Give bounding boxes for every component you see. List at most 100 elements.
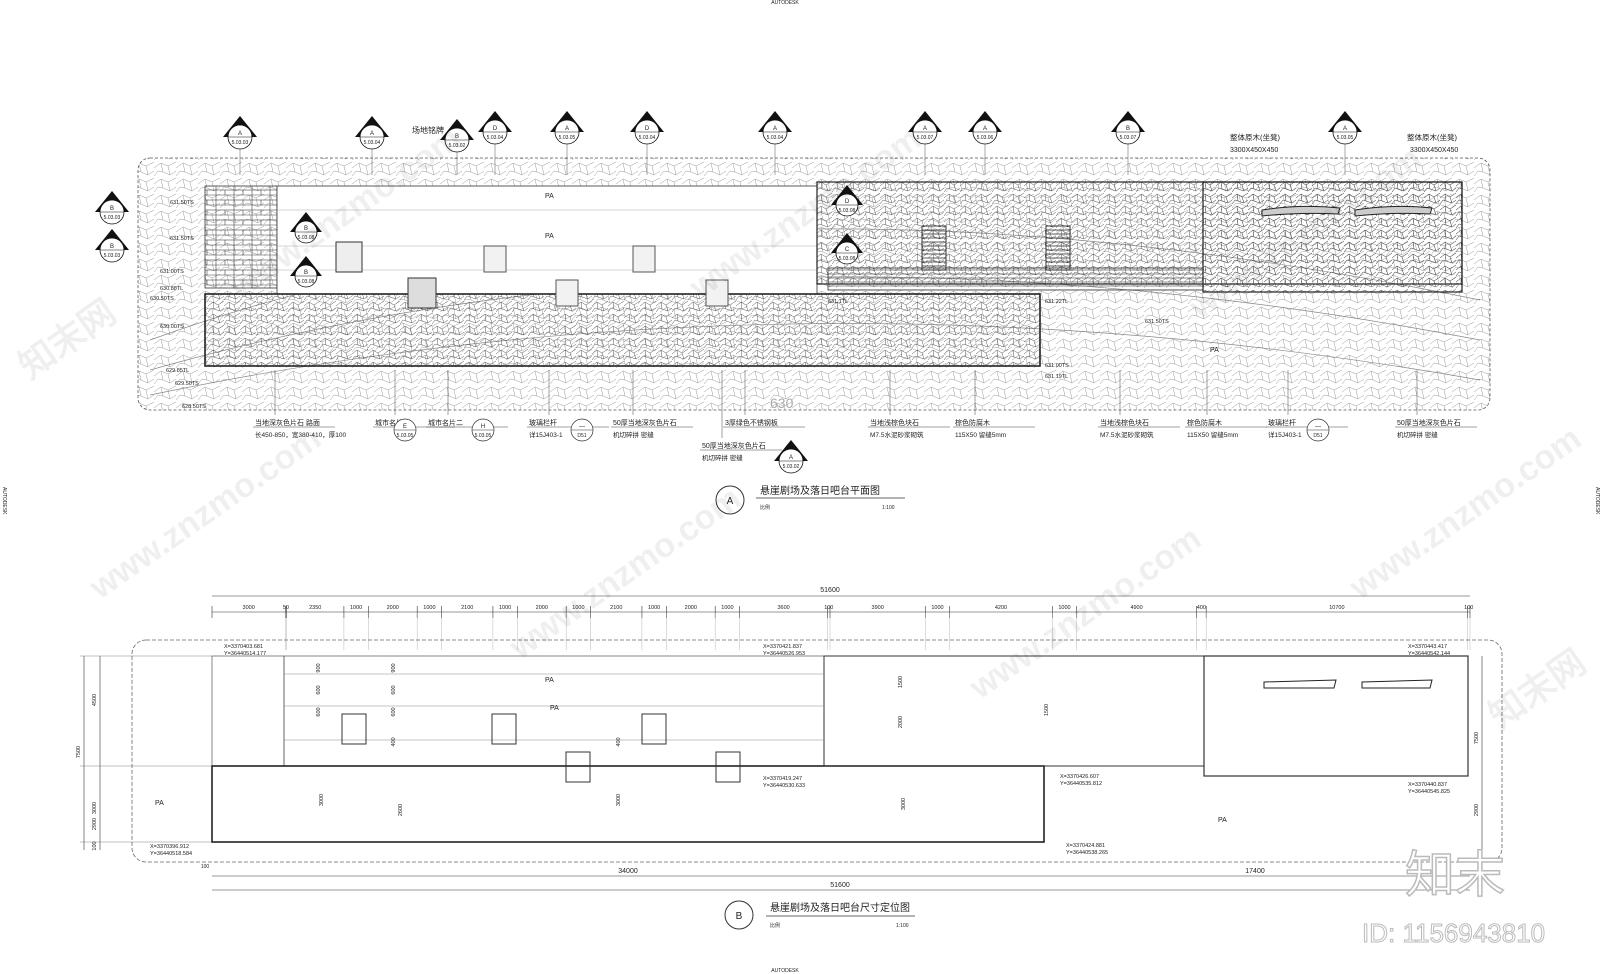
watermark-site: www.znzmo.com [502,479,748,667]
section-bubble-sheet: 5.03.05 [559,135,576,141]
timber-deck-strip [827,267,1204,291]
plan-title-block: A 悬崖剧场及落日吧台平面图 比例 1:100 [715,484,905,515]
section-bubble-sheet: 5.03.02 [449,143,466,149]
dim-segment-value: 2000 [685,605,697,611]
section-bubble-letter: A [789,455,793,461]
annotation-text: 当地浅棕色块石 [870,418,919,427]
section-bubble-letter: B [304,226,308,232]
section-bubble-sheet: 5.03.04 [639,135,656,141]
annotation-subtext: 详15J403-1 [1268,430,1302,439]
log-bench [1261,205,1341,217]
section-bubble-sheet: 5.03.07 [1120,135,1137,141]
dim-segment-value: 4200 [995,605,1007,611]
dim-bottom-left: 34000 [618,868,638,875]
annotation-text: 50厚当地深灰色片石 [1397,418,1461,427]
level-label: 630.88TL [160,286,183,292]
section-bubble-letter: D [493,126,498,132]
planter-block [632,245,656,273]
dim-segment-value: 3900 [872,605,884,611]
dim-scale-label: 比例 [770,922,780,929]
section-bubble-letter: B [110,206,114,212]
dim-segment-value: 1000 [931,605,943,611]
annotation-text: 玻璃栏杆 [1268,418,1296,427]
dim-inner-value: 600 [391,685,397,694]
coordinate-y: Y=36440526.953 [763,651,805,657]
section-bubble-sheet: 5.03.02 [783,464,800,470]
level-label: 631.50TS [170,200,194,206]
dim-left-value: 2900 [92,818,98,830]
section-bubble: A5.03.04 [355,116,389,150]
planter-block [483,245,507,273]
dim-zone-label: PA [1218,817,1227,824]
dim-segment-value: 2100 [461,605,473,611]
dim-overall-top: 51600 [820,587,840,594]
dim-segment-value: 1000 [648,605,660,611]
annotation-ref-letter: E [403,424,407,430]
dim-segment-value: 100 [1464,605,1473,611]
watermark-logo: 知末 [1405,847,1505,903]
annotation-ref-bubble: E5.03.05 [393,418,417,442]
section-bubble-letter: A [1343,126,1347,132]
watermark-brand: 知末网 [11,291,123,387]
level-label: 629.50TS [175,381,199,387]
level-label: 630.00TS [160,324,184,330]
annotation-text: 50厚当地深灰色片石 [613,418,677,427]
section-bubble-letter: B [1126,126,1130,132]
coordinate-y: Y=36440535.812 [1060,781,1102,787]
dim-segment-value: 1000 [572,605,584,611]
annotation-text: 当地深灰色片石 路面 [255,418,320,427]
annotation-text: 棕色防腐木 [1187,418,1222,427]
contour-label: 630 [770,395,794,411]
dim-title-marker [724,900,754,930]
annotation-subtext: M7.5水泥砂浆砌筑 [1100,430,1154,439]
annotation-subtext: 115X50 留缝5mm [1187,430,1238,439]
sheet-bottom-label: AUTODESK [771,968,799,974]
section-bubble: A5.03.05 [550,111,584,145]
dim-inner-value: 1500 [898,676,904,688]
annotation-ref-letter: — [579,424,585,430]
dim-inner-value: 600 [391,707,397,716]
dim-title-block: B 悬崖剧场及落日吧台尺寸定位图 比例 1:100 [724,900,915,930]
section-bubble-sheet: 5.03.04 [767,135,784,141]
annotation-subtext: M7.5水泥砂浆砌筑 [870,430,924,439]
section-bubble: D5.03.08 [831,185,863,217]
dim-segment-value: 1000 [350,605,362,611]
dim-segment-value: 4900 [1130,605,1142,611]
sheet-side-label-right: AUTODESK [1594,487,1600,515]
dimension-view: 51600 34000 17400 51600 100 PA PA PA PA [80,587,1503,891]
annotation-text: 棕色防腐木 [955,418,990,427]
section-bubble-letter: A [773,126,777,132]
annotation-ref-bubble: H5.03.05 [471,418,495,442]
section-bubble-bottom: A 5.03.02 [774,440,808,474]
sign-label: 场地铭牌 [412,125,444,135]
annotation-text: 城市名片二 [428,418,463,427]
dim-segment-value: 50 [283,605,289,611]
dim-block [565,751,591,783]
log-bench [1354,205,1433,217]
dim-brick-strip [211,655,285,767]
watermark-site: www.znzmo.com [1342,419,1588,607]
annotation-text: 城市名片一 [375,418,410,427]
coordinate-y: Y=36440538.265 [1066,850,1108,856]
section-bubble-sheet: 5.03.04 [364,140,381,146]
section-bubble-sheet: 5.03.03 [232,140,249,146]
section-bubble: B 5.03.07 [1111,111,1145,145]
level-label: 630.50TS [150,296,174,302]
coordinate-x: X=3370396.912 [150,844,189,850]
plan-scale: 1:100 [882,505,895,511]
section-bubble-letter: B [304,270,308,276]
annotation-ref-letter: H [481,424,485,430]
dim-outer-boundary [131,639,1503,863]
annotation-subtext: 115X50 留缝5mm [955,430,1006,439]
annotation-subtext: 详15J403-1 [529,430,563,439]
dim-block [491,713,517,745]
dim-inner-value: 400 [616,737,622,746]
material-annotations: 当地深灰色片石 路面长450-850，宽380-410，厚100城市名片一城市名… [253,370,1477,462]
dim-bottom-overall: 51600 [830,882,850,889]
section-bubble-letter: A [923,126,927,132]
plan-title-marker-letter: A [727,496,734,507]
dim-inner-value: 3000 [901,798,907,810]
coordinate-y: Y=36440545.825 [1408,789,1450,795]
